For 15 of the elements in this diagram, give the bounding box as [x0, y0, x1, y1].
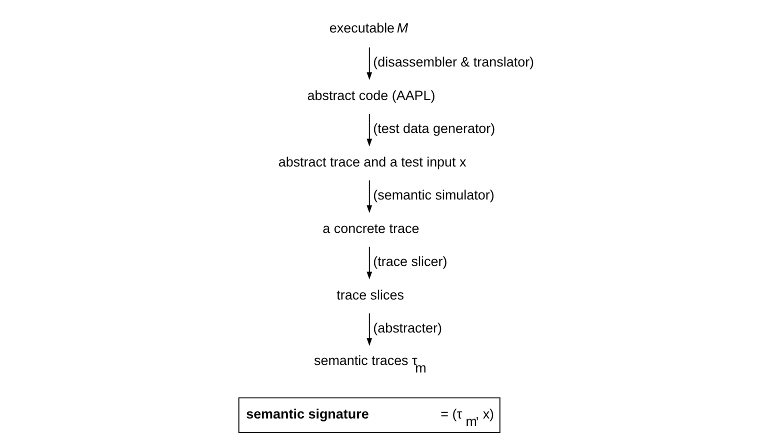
edge-label: (disassembler & translator): [373, 54, 534, 70]
node-text: a concrete trace: [322, 220, 420, 236]
arrow: [366, 113, 372, 146]
node-text: abstract trace and a test input x: [278, 154, 466, 170]
edge-label: (semantic simulator): [373, 188, 494, 203]
arrow: [366, 46, 372, 80]
arrow: [366, 312, 372, 346]
arrow: [366, 180, 372, 213]
arrow: [366, 246, 372, 280]
edge-label: (abstracter): [373, 320, 442, 336]
node-text: abstract code (AAPL): [307, 88, 436, 103]
node-text: executable M: [329, 20, 408, 36]
edge-label: (test data generator): [373, 121, 496, 136]
edge-label: (trace slicer): [373, 254, 448, 270]
node-text: trace slices: [336, 287, 404, 302]
